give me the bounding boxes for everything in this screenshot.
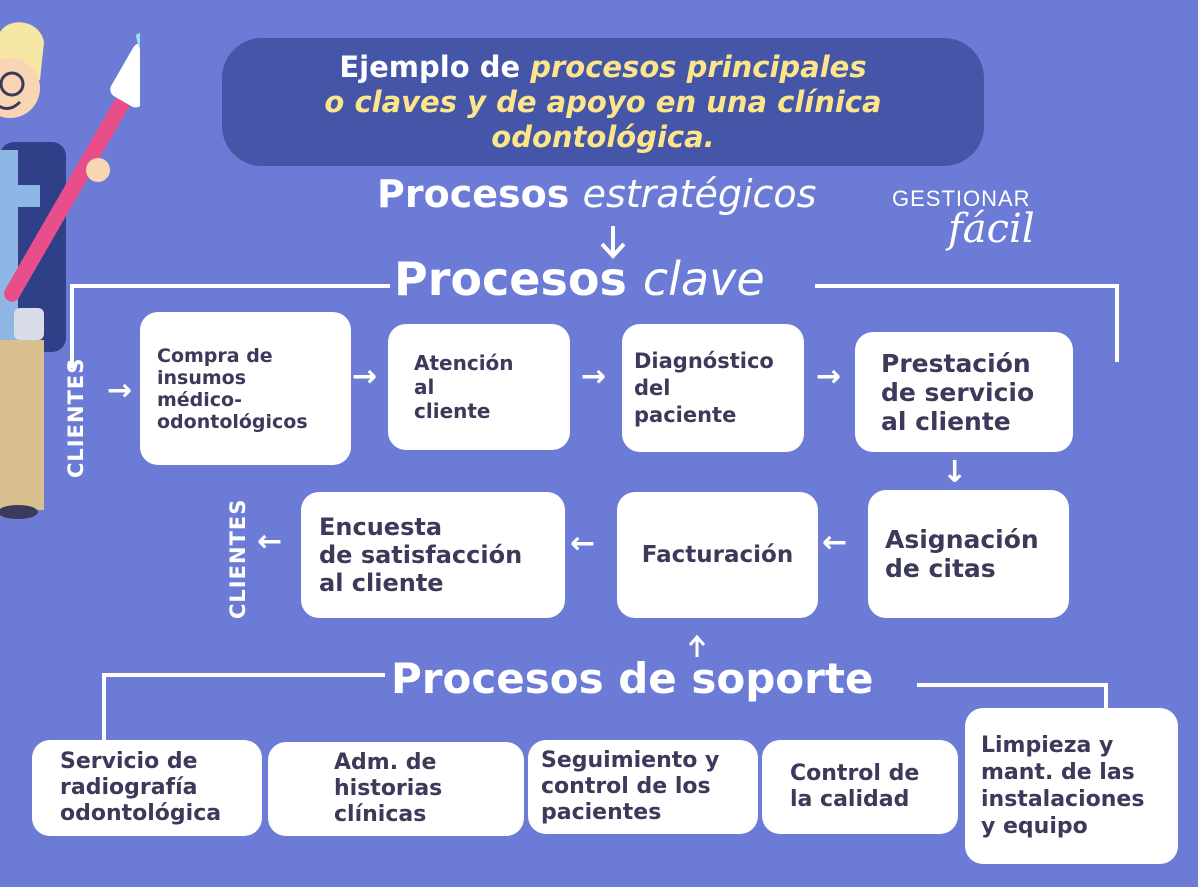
dentist-illustration bbox=[0, 22, 140, 519]
line: pacientes bbox=[541, 800, 662, 825]
line: Limpieza y bbox=[981, 733, 1114, 758]
arrow-right-1: → bbox=[107, 373, 133, 408]
line: la calidad bbox=[790, 787, 910, 812]
strategic-bold: Procesos bbox=[377, 172, 570, 216]
line: Control de bbox=[790, 761, 920, 786]
line: de satisfacción bbox=[319, 541, 523, 569]
line: Prestación bbox=[881, 348, 1031, 378]
line: control de los bbox=[541, 774, 711, 799]
support-process-cleaning: Limpieza y mant. de las instalaciones y … bbox=[965, 708, 1178, 864]
line: al cliente bbox=[319, 569, 444, 597]
arrow-right-3: → bbox=[581, 359, 607, 394]
title-line-1: Ejemplo de procesos principales bbox=[339, 50, 866, 85]
key-heading: Procesos clave bbox=[394, 252, 765, 306]
clients-label-left: CLIENTES bbox=[64, 357, 88, 478]
key-process-appointments: Asignación de citas bbox=[868, 490, 1069, 618]
line: Seguimiento y bbox=[541, 748, 720, 773]
support-bracket-right bbox=[917, 683, 1108, 708]
logo-top-text: GESTIONAR bbox=[892, 186, 1031, 211]
strategic-italic: estratégicos bbox=[582, 172, 817, 216]
arrow-left-1: ← bbox=[822, 525, 848, 560]
clients-label-bottom: CLIENTES bbox=[226, 498, 250, 619]
arrow-right-4: → bbox=[816, 359, 842, 394]
line: Compra de bbox=[157, 344, 273, 367]
arrow-right-2: → bbox=[352, 359, 378, 394]
key-process-billing: Facturación bbox=[617, 492, 818, 618]
key-process-survey: Encuesta de satisfacción al cliente bbox=[301, 492, 565, 618]
line: paciente bbox=[634, 402, 737, 427]
logo-bottom-text: fácil bbox=[948, 206, 1035, 252]
gestionar-facil-logo: GESTIONAR fácil bbox=[892, 186, 1035, 252]
support-process-followup: Seguimiento y control de los pacientes bbox=[528, 740, 758, 834]
line: insumos bbox=[157, 366, 247, 389]
line: Facturación bbox=[641, 542, 794, 568]
title-banner: Ejemplo de procesos principales o claves… bbox=[222, 38, 984, 166]
line: Asignación bbox=[885, 525, 1039, 554]
strategic-arrow-head bbox=[600, 242, 626, 259]
line: odontológica bbox=[60, 801, 222, 826]
arrow-left-3: ← bbox=[257, 524, 283, 559]
line: de servicio bbox=[881, 377, 1035, 407]
key-italic: clave bbox=[642, 252, 765, 306]
key-process-diagnosis: Diagnóstico del paciente bbox=[622, 324, 804, 452]
line: mant. de las bbox=[981, 760, 1135, 785]
support-bracket-left bbox=[102, 673, 385, 742]
title-highlight-2: o claves y de apoyo en una clínica bbox=[324, 84, 882, 119]
key-bold: Procesos bbox=[394, 252, 627, 306]
line: Servicio de bbox=[60, 749, 198, 774]
support-process-quality: Control de la calidad bbox=[762, 740, 958, 834]
line: clínicas bbox=[334, 802, 427, 827]
line: al bbox=[414, 375, 435, 399]
support-heading: Procesos de soporte bbox=[391, 654, 874, 703]
strategic-heading: Procesos estratégicos bbox=[377, 172, 816, 216]
line: al cliente bbox=[881, 406, 1011, 436]
line: de citas bbox=[885, 554, 996, 583]
line: y equipo bbox=[981, 814, 1088, 839]
line: del bbox=[634, 375, 671, 400]
title-highlight-3: odontológica. bbox=[491, 119, 715, 154]
title-highlight-1: procesos principales bbox=[530, 49, 867, 84]
support-arrow-head bbox=[688, 634, 706, 646]
key-process-service: Prestación de servicio al cliente bbox=[855, 332, 1073, 452]
line: historias bbox=[334, 776, 443, 801]
arrow-down-1: ↓ bbox=[942, 455, 968, 490]
line: Diagnóstico bbox=[634, 348, 774, 373]
key-bracket-left bbox=[70, 284, 390, 368]
line: Atención bbox=[414, 351, 514, 375]
key-process-attention: Atención al cliente bbox=[388, 324, 570, 450]
line: radiografía bbox=[60, 775, 198, 800]
line: instalaciones bbox=[981, 787, 1145, 812]
line: Adm. de bbox=[334, 750, 437, 775]
key-bracket-right bbox=[815, 284, 1119, 362]
arrow-left-2: ← bbox=[570, 526, 596, 561]
line: cliente bbox=[414, 399, 491, 423]
support-process-radiography: Servicio de radiografía odontológica bbox=[32, 740, 262, 836]
title-prefix: Ejemplo de bbox=[339, 49, 531, 84]
key-process-purchase: Compra de insumos médico- odontológicos bbox=[140, 312, 351, 465]
support-process-records: Adm. de historias clínicas bbox=[268, 742, 524, 836]
line: Encuesta bbox=[319, 513, 443, 541]
line: médico- bbox=[157, 388, 242, 411]
line: odontológicos bbox=[157, 410, 308, 433]
